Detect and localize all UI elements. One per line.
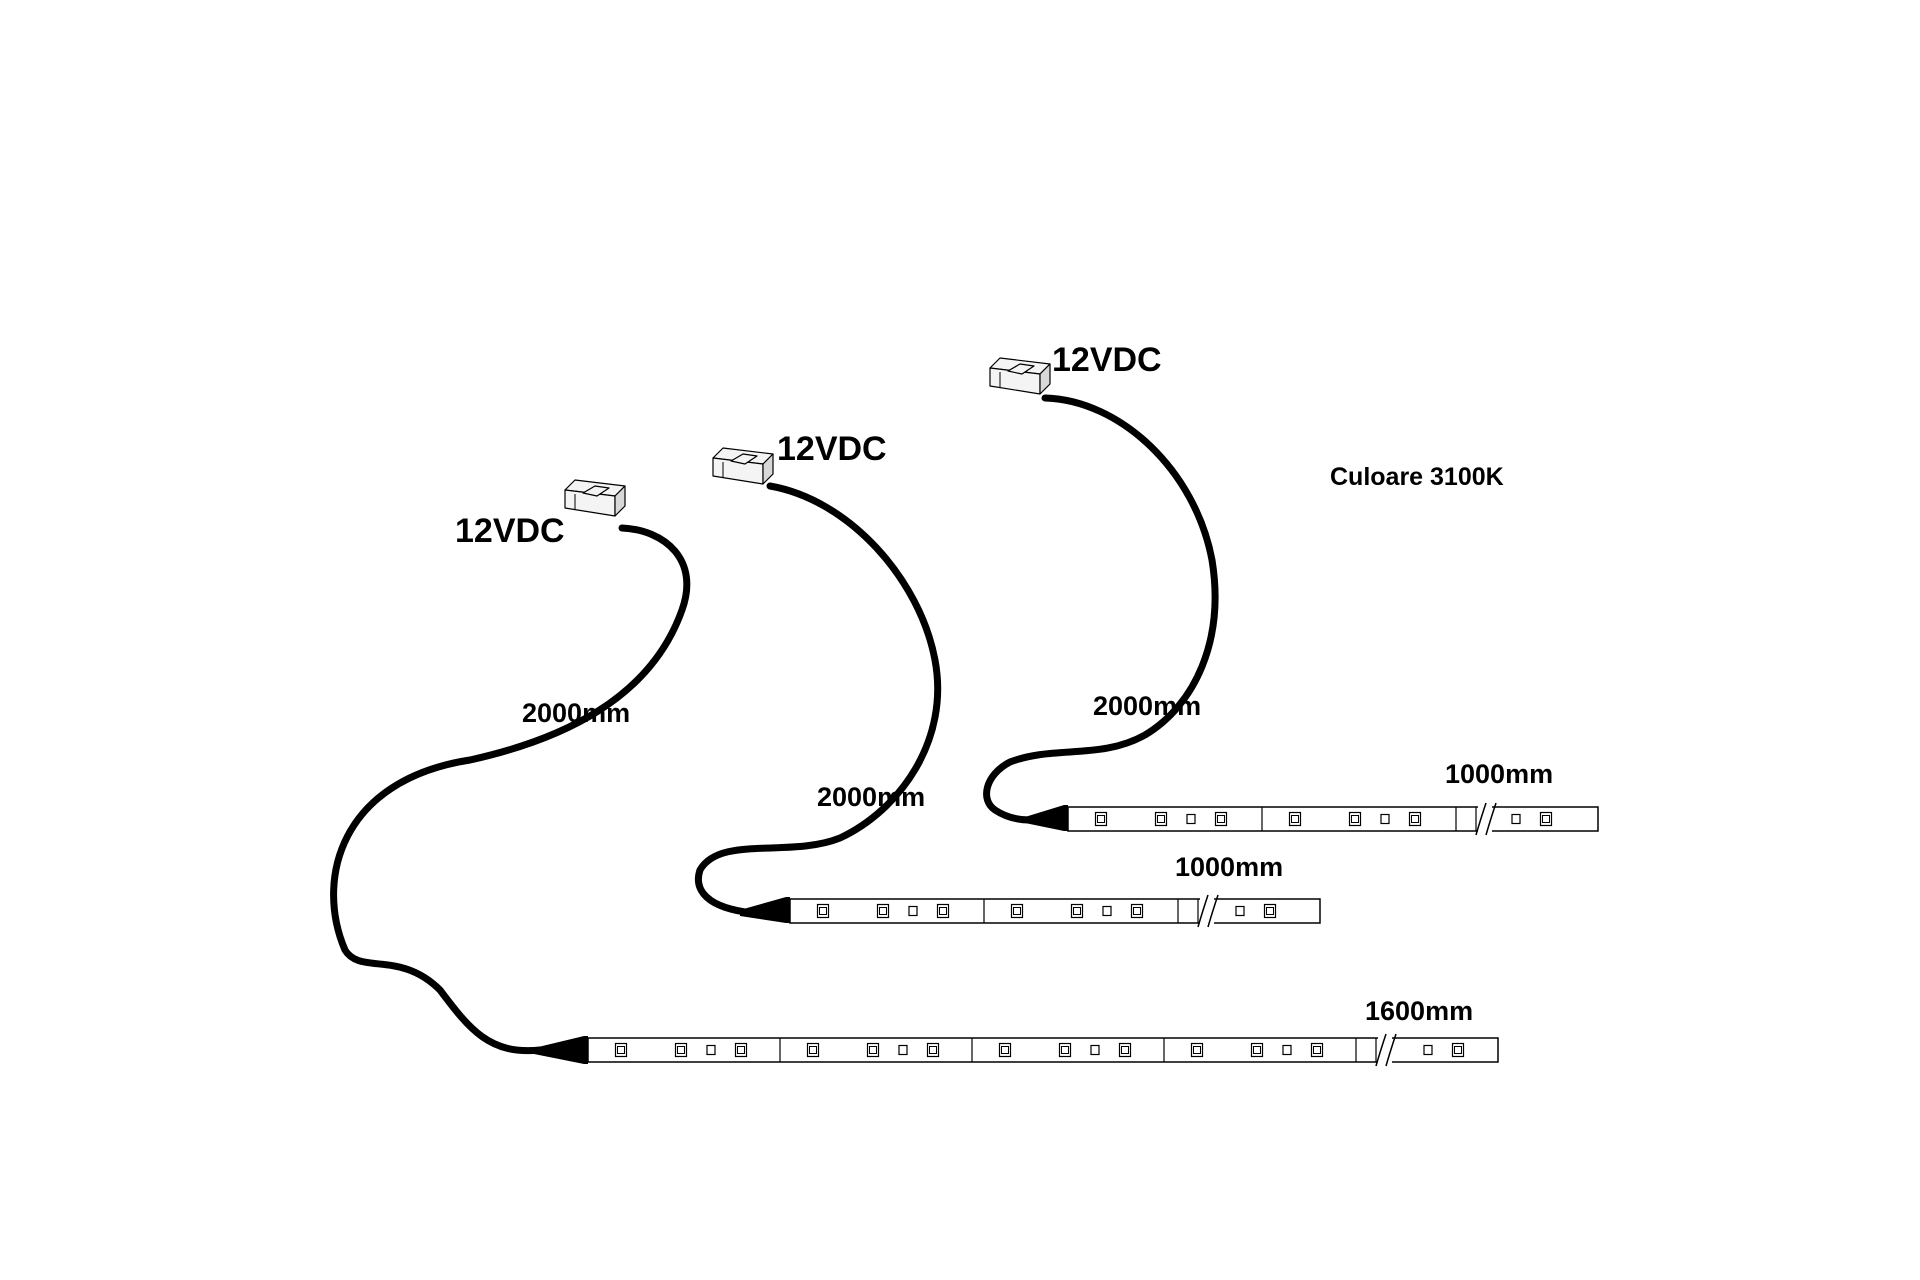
led-chip-icon (806, 1042, 820, 1058)
cut-mark-icon (1475, 802, 1487, 836)
led-chip-icon (1214, 811, 1228, 827)
led-strip-1 (587, 1032, 1499, 1068)
led-chip-icon (1310, 1042, 1324, 1058)
led-chip-icon (866, 1042, 880, 1058)
led-chip-icon (1380, 813, 1390, 825)
connector-plug-icon (989, 357, 1051, 395)
led-chip-icon (614, 1042, 628, 1058)
led-chip-icon (1010, 903, 1024, 919)
led-chip-icon (1186, 813, 1196, 825)
led-chip-icon (1235, 905, 1245, 917)
cable-length-label-1: 2000mm (522, 698, 630, 728)
led-strip-assembly-3: 12VDC 2000mm 1000mm (983, 341, 1599, 837)
cable-boot-icon (1025, 805, 1068, 831)
led-chip-icon (998, 1042, 1012, 1058)
cut-mark-icon (1375, 1033, 1387, 1067)
voltage-label-3: 12VDC (1052, 341, 1162, 379)
cable-boot-icon (740, 897, 790, 923)
led-chip-icon (1282, 1044, 1292, 1056)
led-chip-icon (876, 903, 890, 919)
led-chip-icon (1090, 1044, 1100, 1056)
led-chip-icon (908, 905, 918, 917)
led-chip-icon (926, 1042, 940, 1058)
led-chip-icon (706, 1044, 716, 1056)
led-strip-2 (789, 893, 1321, 929)
power-cable-1 (330, 524, 691, 1055)
led-chip-icon (1058, 1042, 1072, 1058)
voltage-label-2: 12VDC (777, 430, 887, 468)
led-chip-icon (1070, 903, 1084, 919)
connector-plug-icon (712, 447, 774, 485)
led-chip-icon (898, 1044, 908, 1056)
cable-length-label-2: 2000mm (817, 782, 925, 812)
led-chip-icon (1451, 1042, 1465, 1058)
led-chip-icon (1250, 1042, 1264, 1058)
strip-length-label-3: 1000mm (1445, 759, 1553, 789)
led-strip-assembly-1: 12VDC 2000mm 1600mm (330, 479, 1499, 1068)
led-chip-icon (1263, 903, 1277, 919)
cut-mark-icon (1197, 894, 1209, 928)
led-chip-icon (674, 1042, 688, 1058)
led-chip-icon (1118, 1042, 1132, 1058)
led-chip-icon (1423, 1044, 1433, 1056)
led-chip-icon (1348, 811, 1362, 827)
led-strip-3 (1067, 801, 1599, 837)
led-chip-icon (1288, 811, 1302, 827)
led-chip-icon (816, 903, 830, 919)
led-chip-icon (734, 1042, 748, 1058)
led-strip-assembly-2: 12VDC 2000mm 1000mm (694, 430, 1321, 929)
led-chip-icon (1190, 1042, 1204, 1058)
power-cable-2 (694, 482, 942, 916)
led-chip-icon (1408, 811, 1422, 827)
connector-plug-icon (564, 479, 626, 517)
voltage-label-1: 12VDC (455, 512, 565, 550)
led-chip-icon (936, 903, 950, 919)
led-chip-icon (1539, 811, 1553, 827)
strip-length-label-1: 1600mm (1365, 996, 1473, 1026)
strip-length-label-2: 1000mm (1175, 852, 1283, 882)
color-temperature-label: Culoare 3100K (1330, 463, 1504, 491)
led-chip-icon (1102, 905, 1112, 917)
cable-boot-icon (534, 1036, 588, 1064)
led-chip-icon (1511, 813, 1521, 825)
led-chip-icon (1154, 811, 1168, 827)
cable-length-label-3: 2000mm (1093, 691, 1201, 721)
led-chip-icon (1094, 811, 1108, 827)
power-cable-3 (983, 394, 1219, 824)
led-chip-icon (1130, 903, 1144, 919)
